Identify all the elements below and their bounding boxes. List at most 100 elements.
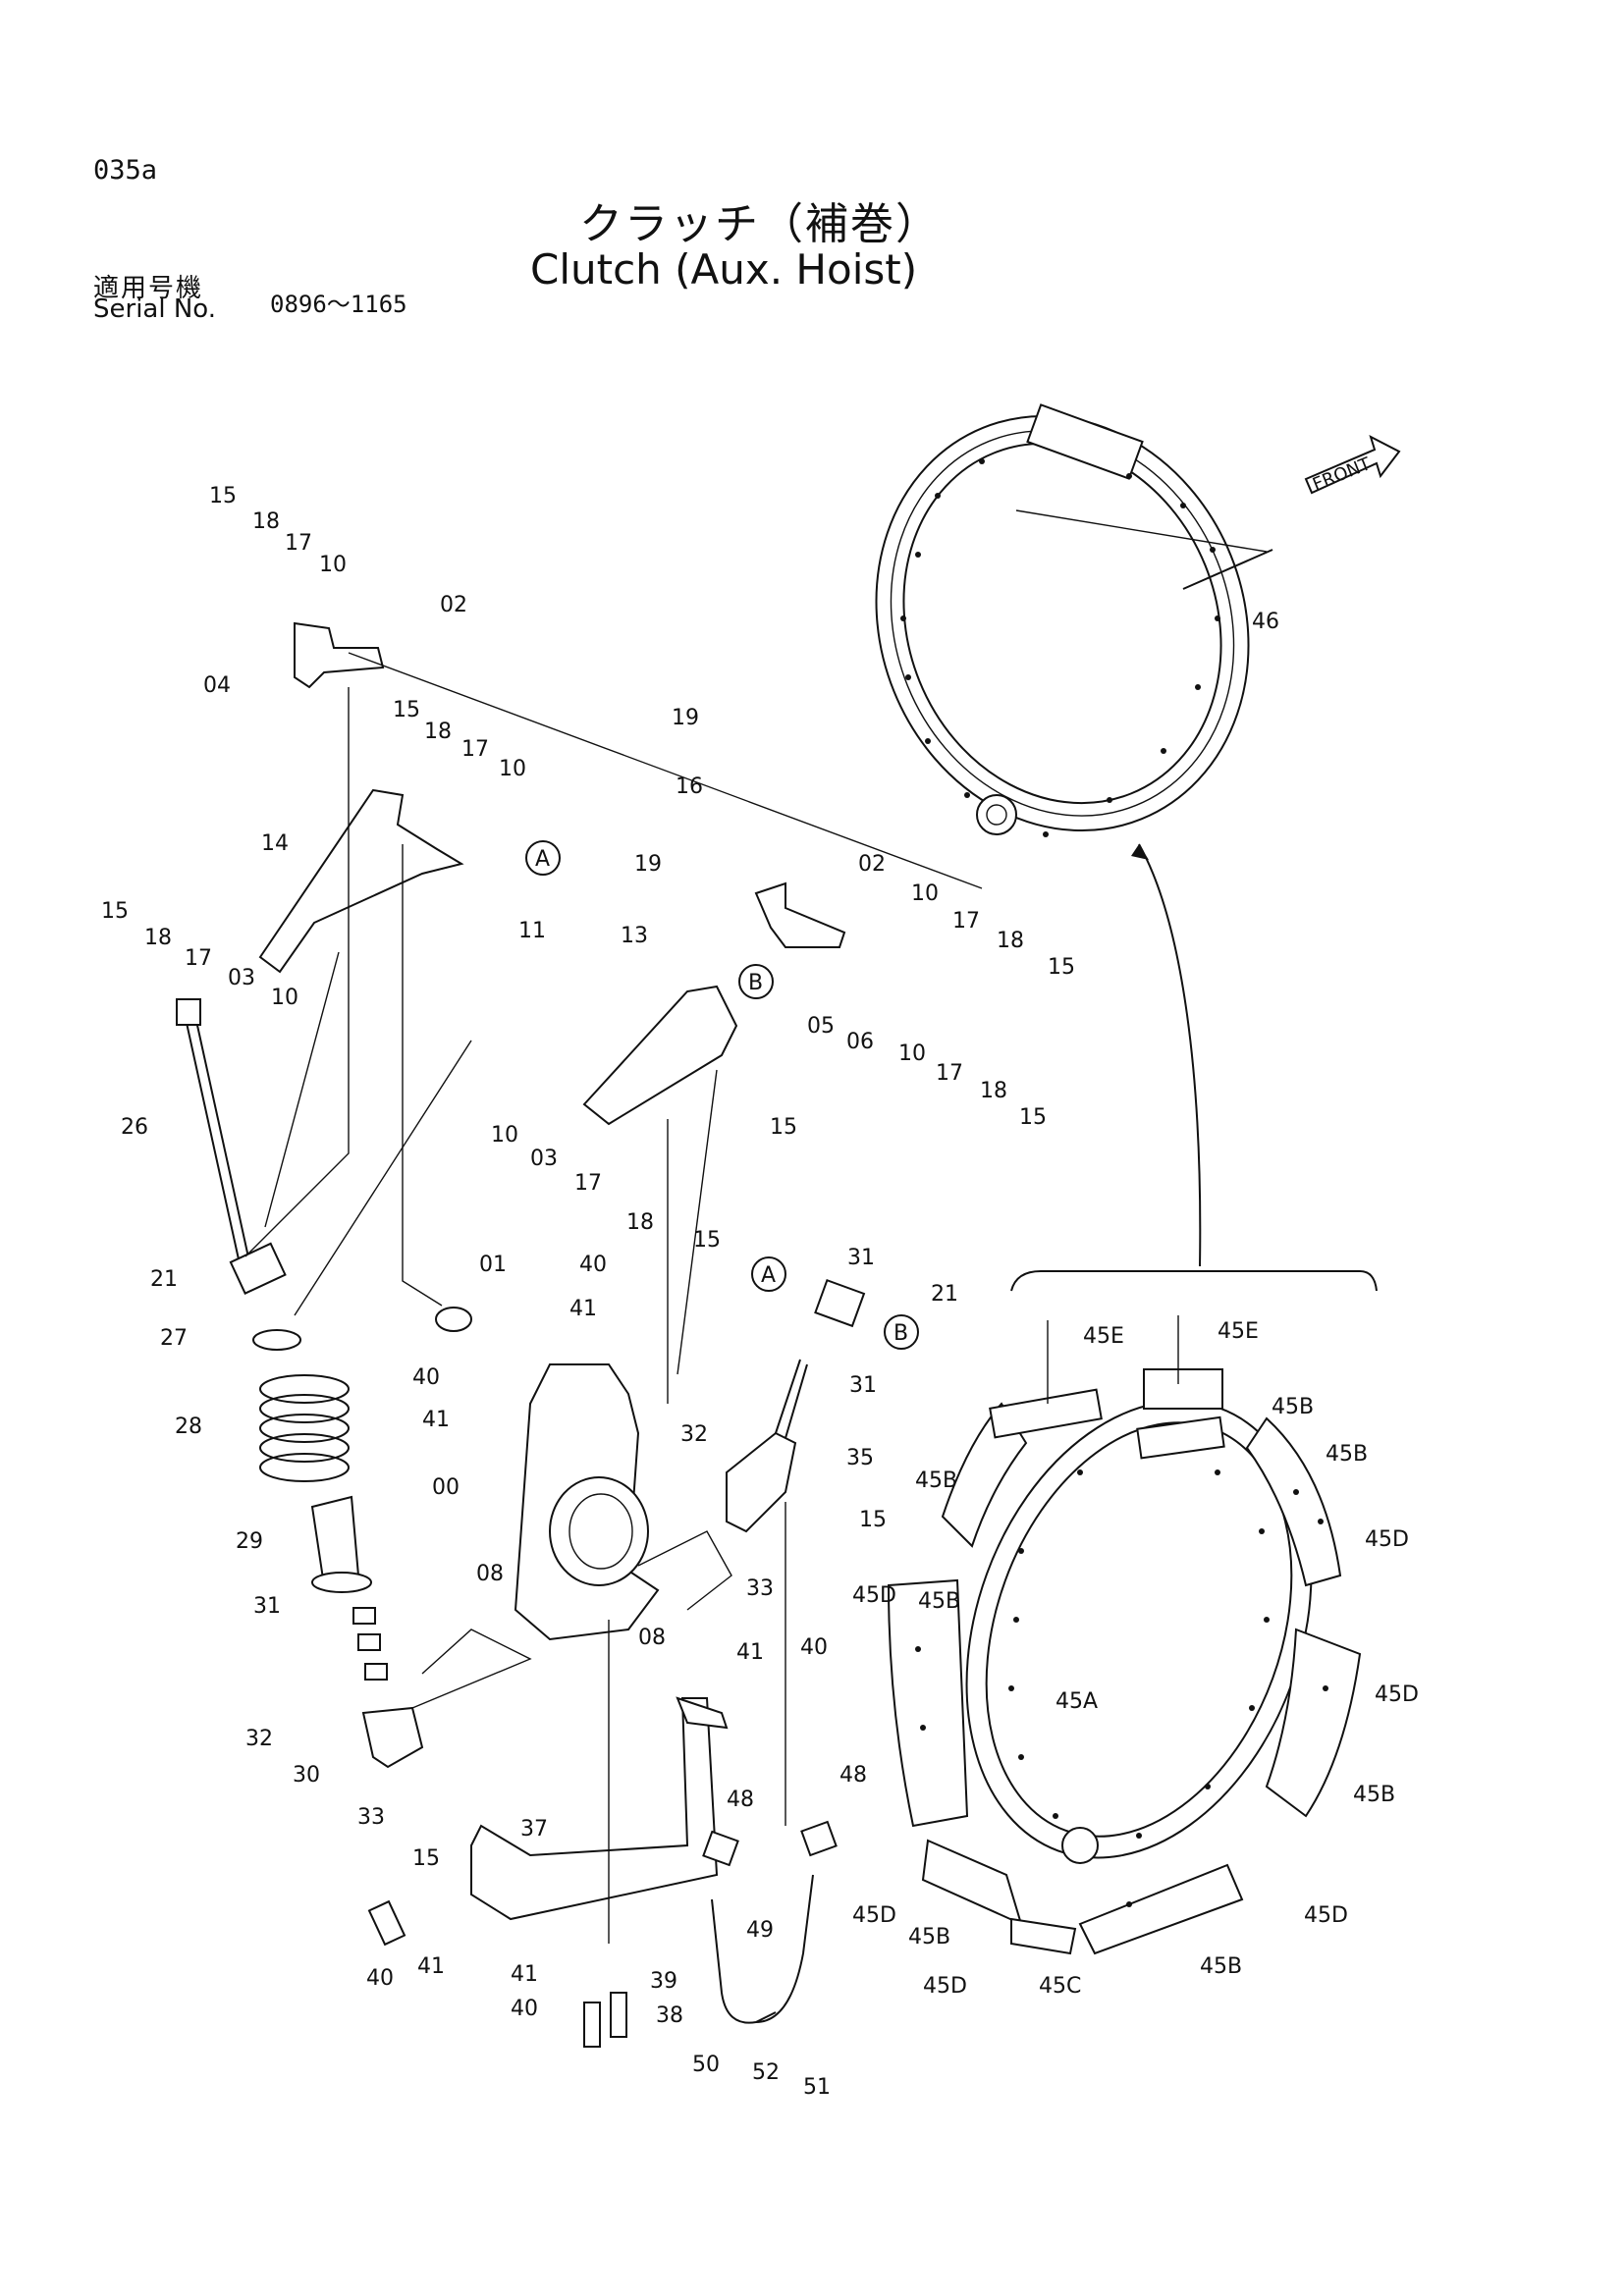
svg-text:B: B: [893, 1321, 908, 1346]
part-label-10: 10: [491, 1123, 518, 1148]
serial-label-japanese: 適用号機: [93, 274, 204, 303]
front-marker: FRONT: [1310, 454, 1375, 496]
lining-rivets: [915, 1469, 1328, 1907]
part-label-08: 08: [638, 1626, 666, 1650]
part-label-17: 17: [936, 1061, 963, 1086]
part-label-33: 33: [746, 1576, 774, 1601]
part-label-51: 51: [803, 2075, 831, 2100]
svg-text:A: A: [535, 847, 550, 872]
part-label-45B: 45B: [908, 1925, 950, 1949]
part-label-16: 16: [676, 774, 703, 799]
part-label-18: 18: [424, 720, 452, 744]
part-label-40: 40: [412, 1365, 440, 1390]
part-label-40: 40: [366, 1966, 394, 1991]
brake-band: [875, 403, 1273, 837]
callout-a-lower: A: [751, 1256, 786, 1292]
part-label-45A: 45A: [1056, 1689, 1098, 1714]
part-label-17: 17: [185, 946, 212, 971]
linkage-assembly: [176, 621, 983, 2048]
part-label-41: 41: [422, 1408, 450, 1432]
page-title-japanese: クラッチ（補巻）: [579, 199, 941, 249]
part-label-19: 19: [634, 852, 662, 877]
serial-label: Serial No.: [93, 294, 216, 324]
part-label-19: 19: [672, 706, 699, 730]
part-label-41: 41: [417, 1954, 445, 1979]
part-label-02: 02: [858, 852, 886, 877]
part-label-45D: 45D: [852, 1583, 896, 1608]
part-label-32: 32: [245, 1727, 273, 1751]
part-label-03: 03: [530, 1147, 558, 1171]
part-label-10: 10: [911, 881, 939, 906]
part-label-31: 31: [847, 1246, 875, 1270]
part-label-14: 14: [261, 831, 289, 856]
part-label-29: 29: [236, 1529, 263, 1554]
part-label-32: 32: [680, 1422, 708, 1447]
part-label-40: 40: [579, 1253, 607, 1277]
part-label-27: 27: [160, 1326, 188, 1351]
part-label-08: 08: [476, 1562, 504, 1586]
part-label-10: 10: [499, 757, 526, 781]
part-label-15: 15: [1019, 1105, 1047, 1130]
part-label-17: 17: [574, 1171, 602, 1196]
page-code: 035a: [93, 155, 158, 186]
part-label-18: 18: [980, 1079, 1007, 1103]
svg-text:B: B: [748, 971, 763, 995]
part-label-18: 18: [997, 929, 1024, 953]
part-label-01: 01: [479, 1253, 507, 1277]
callout-b-lower: B: [884, 1314, 919, 1350]
part-label-38: 38: [656, 2003, 683, 2028]
part-label-45B: 45B: [918, 1589, 960, 1614]
part-label-17: 17: [461, 737, 489, 762]
part-label-15: 15: [859, 1508, 887, 1532]
part-label-15: 15: [101, 899, 129, 924]
front-arrow-icon: FRONT: [1304, 435, 1401, 496]
part-label-37: 37: [520, 1817, 548, 1842]
part-label-45B: 45B: [1353, 1783, 1395, 1807]
part-label-46: 46: [1252, 610, 1279, 634]
part-label-18: 18: [626, 1210, 654, 1235]
part-label-15: 15: [412, 1846, 440, 1871]
part-label-28: 28: [175, 1415, 202, 1439]
part-label-45B: 45B: [915, 1468, 957, 1493]
part-label-45D: 45D: [1365, 1527, 1409, 1552]
part-label-18: 18: [252, 509, 280, 534]
part-label-10: 10: [898, 1041, 926, 1066]
part-label-17: 17: [952, 909, 980, 934]
part-label-50: 50: [692, 2053, 720, 2077]
part-label-26: 26: [121, 1115, 148, 1140]
part-label-31: 31: [253, 1594, 281, 1619]
assembly-arrow-head: [1131, 844, 1149, 860]
part-label-45C: 45C: [1039, 1974, 1081, 1999]
part-label-31: 31: [849, 1373, 877, 1398]
part-label-18: 18: [144, 926, 172, 950]
part-label-39: 39: [650, 1969, 677, 1994]
page-title: Clutch (Aux. Hoist): [530, 245, 918, 294]
part-label-45D: 45D: [852, 1903, 896, 1928]
part-label-00: 00: [432, 1475, 460, 1500]
part-label-21: 21: [150, 1267, 178, 1292]
serial-range: 0896～1165: [270, 291, 407, 318]
part-label-40: 40: [800, 1635, 828, 1660]
part-label-45D: 45D: [1304, 1903, 1348, 1928]
part-label-10: 10: [319, 553, 347, 577]
part-label-48: 48: [727, 1788, 754, 1812]
part-label-02: 02: [440, 593, 467, 617]
part-label-15: 15: [393, 698, 420, 722]
part-label-03: 03: [228, 966, 255, 990]
part-label-45D: 45D: [923, 1974, 967, 1999]
part-label-45E: 45E: [1083, 1324, 1124, 1349]
part-label-15: 15: [693, 1228, 721, 1253]
part-label-33: 33: [357, 1805, 385, 1830]
lining-group-bracket: [1010, 1270, 1378, 1292]
part-label-45B: 45B: [1272, 1395, 1314, 1419]
part-label-45D: 45D: [1375, 1682, 1419, 1707]
assembly-arrow: [1138, 843, 1202, 1267]
part-label-41: 41: [736, 1640, 764, 1665]
part-label-41: 41: [569, 1297, 597, 1321]
part-labels: 15 18 17 10 02 04 15 18 17 10 19 16 19 1…: [101, 484, 1419, 2100]
part-label-30: 30: [293, 1763, 320, 1788]
svg-text:A: A: [761, 1263, 776, 1288]
part-label-15: 15: [770, 1115, 797, 1140]
part-label-11: 11: [518, 919, 546, 943]
